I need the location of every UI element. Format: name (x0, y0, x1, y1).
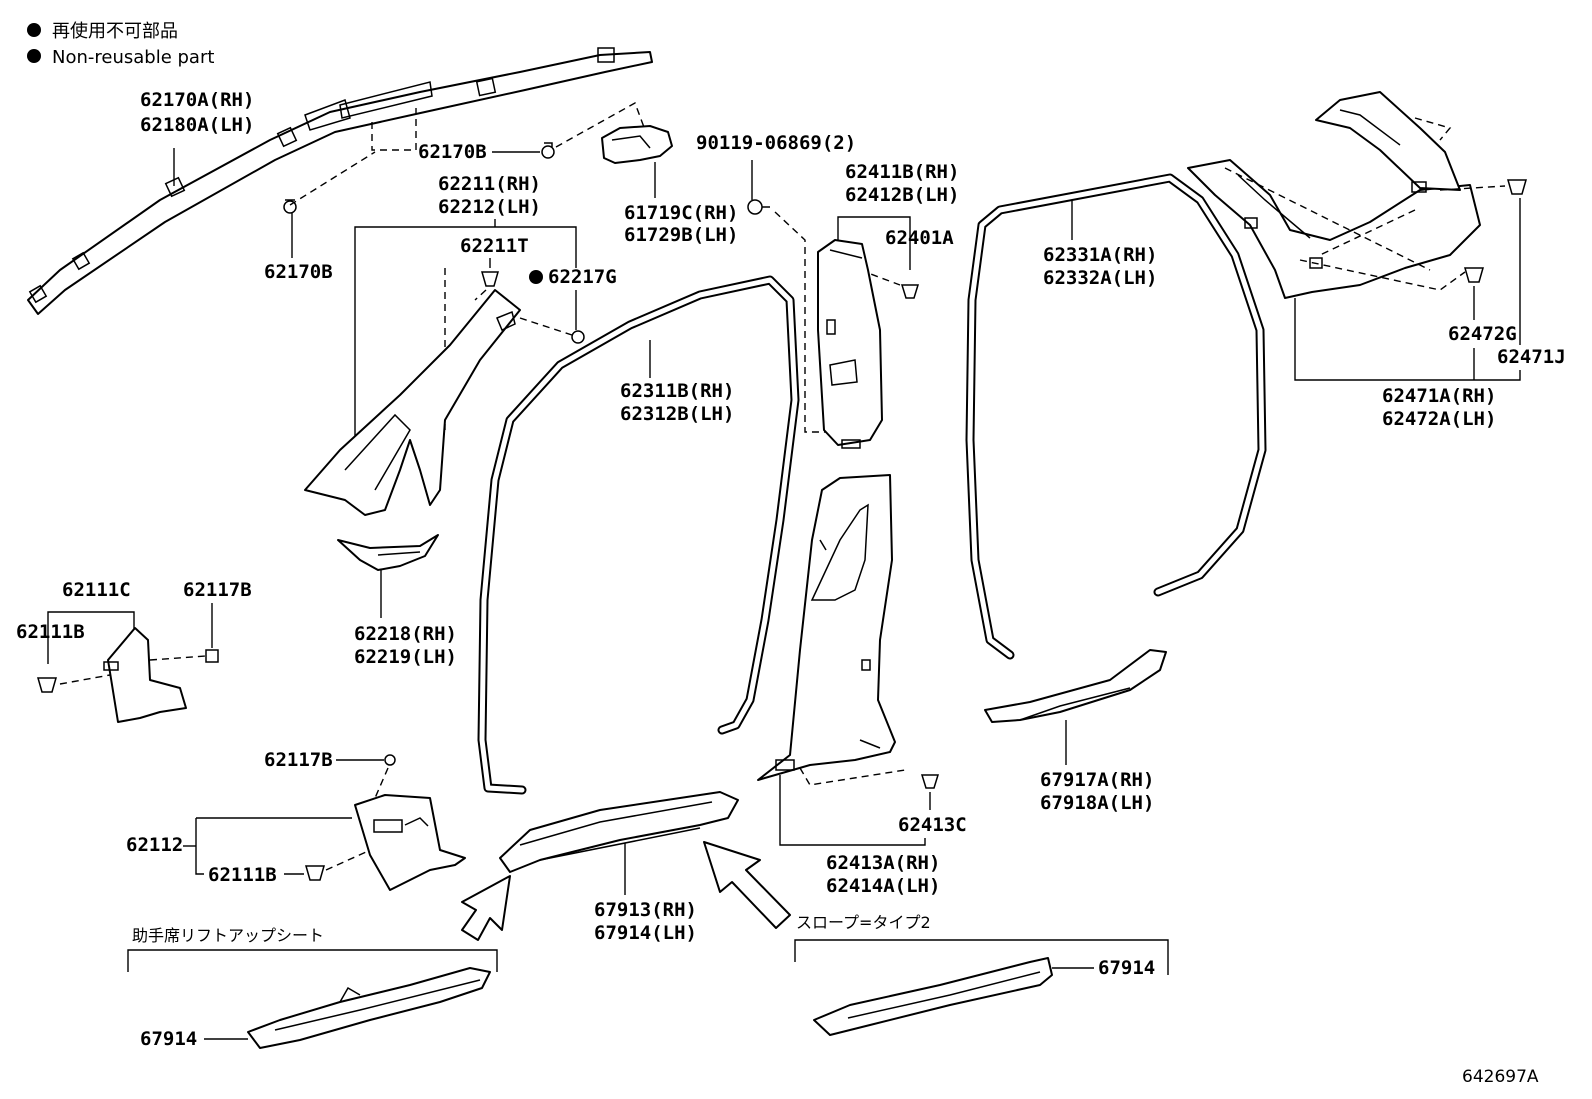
note-passenger-lift-up-seat: 助手席リフトアップシート (132, 926, 324, 945)
callout-67914-LH: 67914(LH) (594, 922, 697, 944)
kick-panel-62112 (354, 794, 466, 891)
front-door-weatherstrip (477, 275, 800, 795)
callout-62117B-upper: 62117B (183, 579, 252, 601)
callout-62217G: 62217G (548, 266, 617, 288)
arrow-right-icon (703, 841, 791, 929)
legend: 再使用不可部品 Non-reusable part (27, 21, 214, 68)
callout-62111B-upper: 62111B (16, 621, 85, 643)
callout-62471A: 62471A(RH) (1382, 385, 1496, 407)
callout-62211T: 62211T (460, 235, 529, 257)
callout-62212: 62212(LH) (438, 196, 541, 218)
callout-67914-left: 67914 (140, 1028, 197, 1050)
callout-67914-right: 67914 (1098, 957, 1155, 979)
bracket-61719C (601, 125, 673, 198)
callout-62472A: 62472A(LH) (1382, 408, 1496, 430)
callout-62117B-lower: 62117B (264, 749, 333, 771)
b-pillar-upper-garnish (817, 239, 883, 449)
callout-62111B-lower: 62111B (208, 864, 277, 886)
legend-english: Non-reusable part (52, 47, 214, 68)
callout-67918A: 67918A(LH) (1040, 792, 1154, 814)
callout-62413C: 62413C (898, 814, 967, 836)
scuff-plate-67913 (499, 791, 739, 873)
callout-62471J: 62471J (1497, 346, 1566, 368)
callout-62332A: 62332A(LH) (1043, 267, 1157, 289)
non-reusable-bullet-icon (27, 49, 41, 63)
scuff-plate-67914-lift-up (247, 967, 491, 1049)
callout-62170B-top: 62170B (418, 141, 487, 163)
note-slope-type2: スロープ=タイプ2 (796, 913, 931, 932)
rear-door-weatherstrip (965, 173, 1267, 660)
callout-67913: 67913(RH) (594, 899, 697, 921)
callout-62331A: 62331A(RH) (1043, 244, 1157, 266)
callout-62472G: 62472G (1448, 323, 1517, 345)
callout-62412B: 62412B(LH) (845, 184, 959, 206)
callout-62413A: 62413A(RH) (826, 852, 940, 874)
callout-62180A: 62180A(LH) (140, 114, 254, 136)
callout-62312B: 62312B(LH) (620, 403, 734, 425)
callout-62170B-left: 62170B (264, 261, 333, 283)
a-pillar-garnish (304, 289, 521, 516)
curtain-airbag-assembly (27, 47, 653, 315)
callout-62311B: 62311B(RH) (620, 380, 734, 402)
legend-japanese: 再使用不可部品 (52, 21, 178, 42)
callout-62211: 62211(RH) (438, 173, 541, 195)
non-reusable-bullet-icon (529, 270, 543, 284)
callout-67917A: 67917A(RH) (1040, 769, 1154, 791)
figure-code: 642697A (1462, 1067, 1539, 1087)
callout-62170A: 62170A(RH) (140, 89, 254, 111)
b-pillar-lower-garnish (757, 474, 896, 781)
scuff-plate-67917A (984, 649, 1167, 723)
arrow-left-icon (461, 875, 511, 941)
callout-62112: 62112 (126, 834, 183, 856)
callout-62218: 62218(RH) (354, 623, 457, 645)
callout-62401A: 62401A (885, 227, 954, 249)
callout-61719C: 61719C(RH) (624, 202, 738, 224)
callout-61729B: 61729B(LH) (624, 224, 738, 246)
callout-62411B: 62411B(RH) (845, 161, 959, 183)
roof-side-garnish (1187, 91, 1481, 299)
non-reusable-bullet-icon (27, 23, 41, 37)
lower-garnish-62218 (337, 534, 439, 571)
callout-62219: 62219(LH) (354, 646, 457, 668)
callout-62414A: 62414A(LH) (826, 875, 940, 897)
scuff-plate-67914-slope (813, 957, 1053, 1036)
callout-90119-06869: 90119-06869(2) (696, 132, 856, 154)
kick-panel-62111C (103, 627, 187, 723)
callout-62111C: 62111C (62, 579, 131, 601)
